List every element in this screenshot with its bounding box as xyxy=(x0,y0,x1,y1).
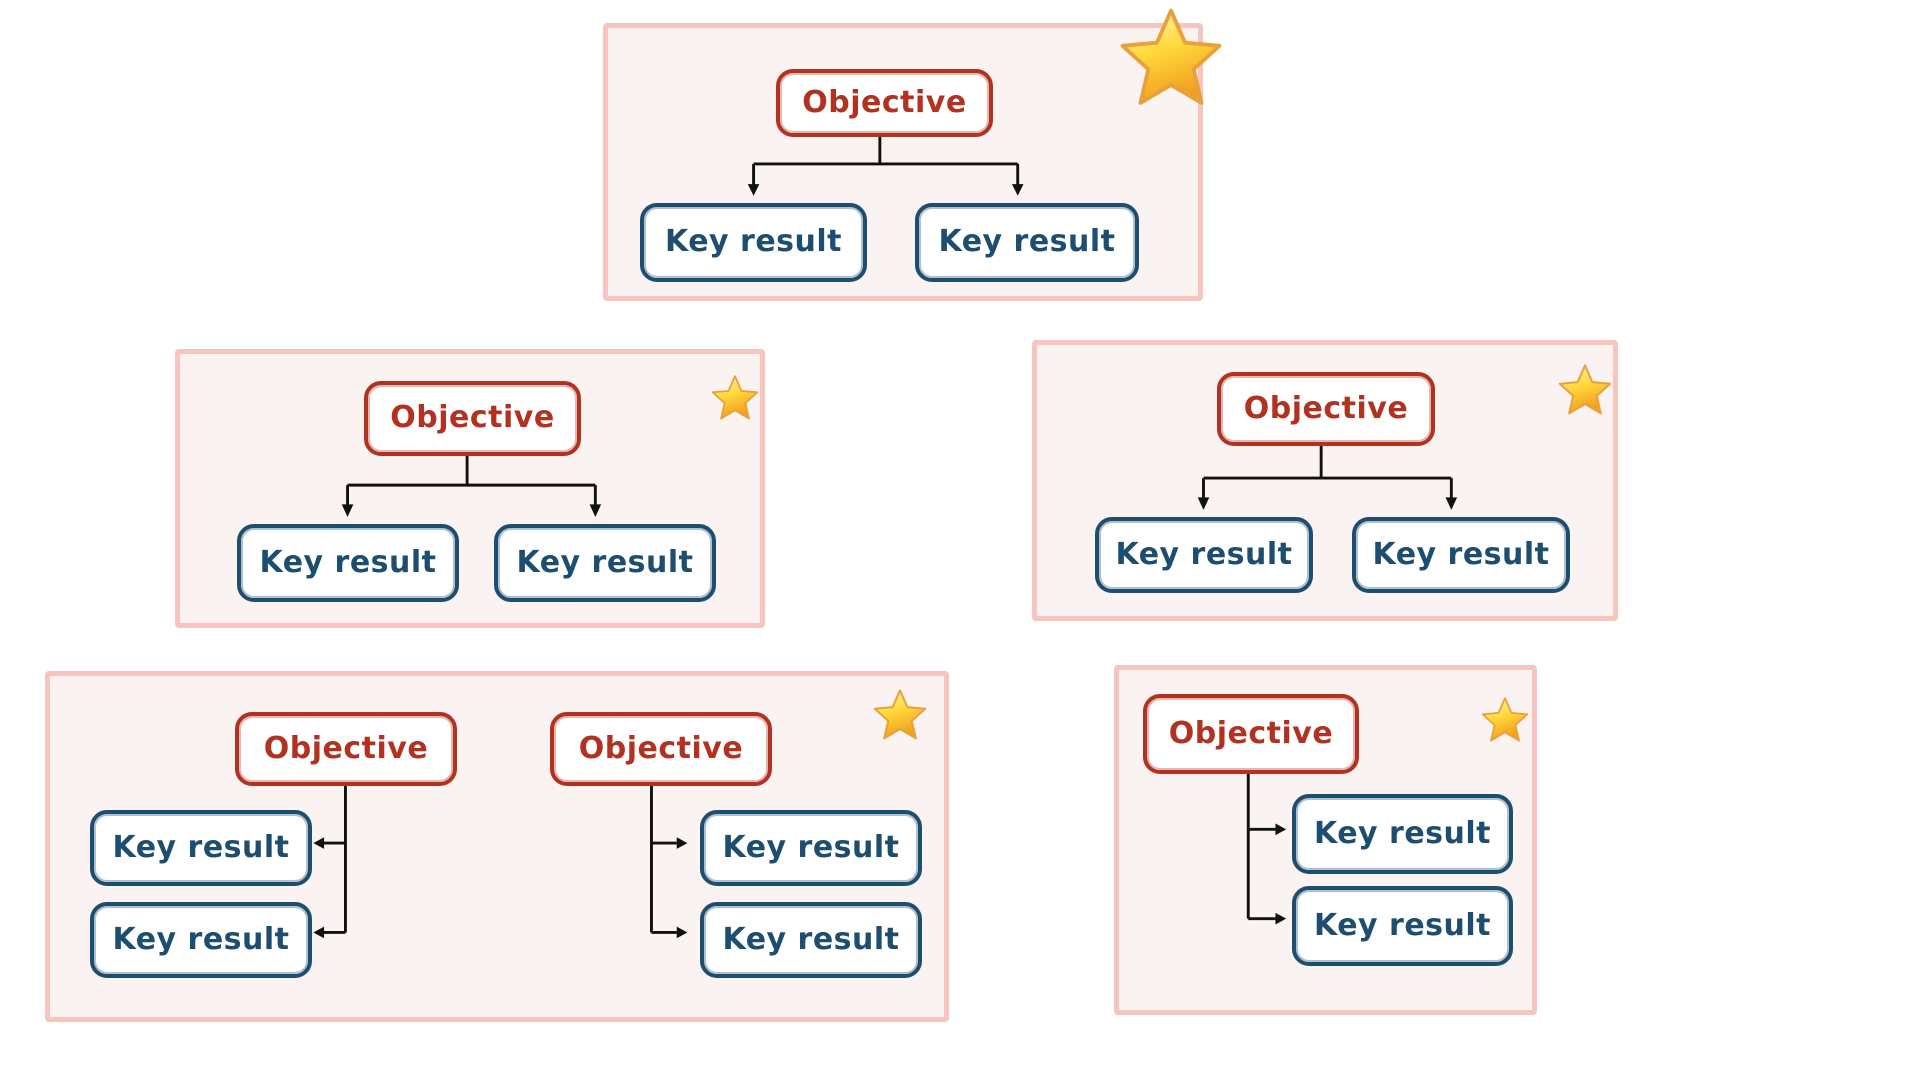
arrowhead-right xyxy=(1275,912,1287,925)
key-result-label: Key result xyxy=(1115,536,1293,572)
star-shape xyxy=(1481,697,1529,742)
objective-label: Objective xyxy=(578,730,744,766)
arrowhead-left xyxy=(313,926,325,939)
key-result-node[interactable]: Key result xyxy=(700,902,922,978)
key-result-label: Key result xyxy=(1313,815,1492,851)
arrowhead-right xyxy=(1275,823,1287,836)
objective-label: Objective xyxy=(263,730,429,766)
frame-bottom-right[interactable]: Objective Key result Key result xyxy=(1114,665,1537,1015)
objective-node[interactable]: Objective xyxy=(235,712,457,786)
key-result-node[interactable]: Key result xyxy=(1095,517,1313,593)
key-result-label: Key result xyxy=(112,921,290,957)
arrowhead-right xyxy=(676,926,688,939)
star-shape xyxy=(1558,364,1612,415)
star-icon[interactable] xyxy=(1558,363,1612,415)
arrowhead-right xyxy=(676,837,688,849)
key-result-node[interactable]: Key result xyxy=(90,902,312,978)
key-result-label: Key result xyxy=(722,829,900,865)
arrowhead-down xyxy=(747,184,760,196)
arrowhead-down xyxy=(1445,497,1458,510)
key-result-label: Key result xyxy=(259,544,437,580)
key-result-label: Key result xyxy=(1313,907,1492,943)
connector-path xyxy=(1246,771,1276,921)
key-result-label: Key result xyxy=(938,224,1116,259)
key-result-label: Key result xyxy=(664,224,843,259)
key-result-node[interactable]: Key result xyxy=(1292,794,1513,874)
key-result-node[interactable]: Key result xyxy=(700,810,922,886)
objective-label: Objective xyxy=(1168,715,1334,751)
key-result-node[interactable]: Key result xyxy=(1352,517,1570,593)
frame-top-center[interactable]: Objective Key result Key result xyxy=(603,8,1222,301)
objective-label: Objective xyxy=(390,400,555,435)
objective-label: Objective xyxy=(802,84,967,120)
connector-path xyxy=(650,782,677,934)
frame-middle-left[interactable]: Objective Key result Key result xyxy=(175,349,765,628)
arrowhead-down xyxy=(1197,497,1210,510)
key-result-node[interactable]: Key result xyxy=(640,203,867,282)
key-result-node[interactable]: Key result xyxy=(90,810,312,886)
objective-label: Objective xyxy=(1243,390,1409,426)
connector-path xyxy=(1202,442,1453,500)
key-result-node[interactable]: Key result xyxy=(237,524,459,602)
frame-bottom-left[interactable]: Objective Objective Key result Key resul… xyxy=(45,671,949,1022)
objective-node[interactable]: Objective xyxy=(1217,372,1435,446)
objective-node[interactable]: Objective xyxy=(776,69,993,137)
star-icon[interactable] xyxy=(1120,6,1222,106)
key-result-label: Key result xyxy=(722,921,900,957)
star-shape xyxy=(712,375,758,420)
arrowhead-down xyxy=(341,504,354,517)
star-icon[interactable] xyxy=(1481,696,1529,742)
objective-node[interactable]: Objective xyxy=(550,712,772,786)
star-icon[interactable] xyxy=(712,374,758,420)
key-result-label: Key result xyxy=(1372,536,1550,572)
key-result-label: Key result xyxy=(112,829,290,865)
key-result-node[interactable]: Key result xyxy=(915,203,1139,282)
objective-node[interactable]: Objective xyxy=(364,381,581,456)
arrowhead-down xyxy=(589,504,602,517)
connector-path xyxy=(346,452,597,507)
frame-middle-right[interactable]: Objective Key result Key result xyxy=(1032,340,1618,621)
key-result-node[interactable]: Key result xyxy=(494,524,716,602)
arrowhead-left xyxy=(313,837,325,849)
arrowhead-down xyxy=(1011,184,1024,196)
connector-path xyxy=(752,133,1020,187)
key-result-node[interactable]: Key result xyxy=(1292,886,1513,966)
star-icon[interactable] xyxy=(873,688,927,740)
star-shape xyxy=(1120,8,1222,105)
star-shape xyxy=(873,689,927,740)
objective-node[interactable]: Objective xyxy=(1143,694,1359,774)
key-result-label: Key result xyxy=(516,544,694,580)
connector-path xyxy=(322,782,347,934)
